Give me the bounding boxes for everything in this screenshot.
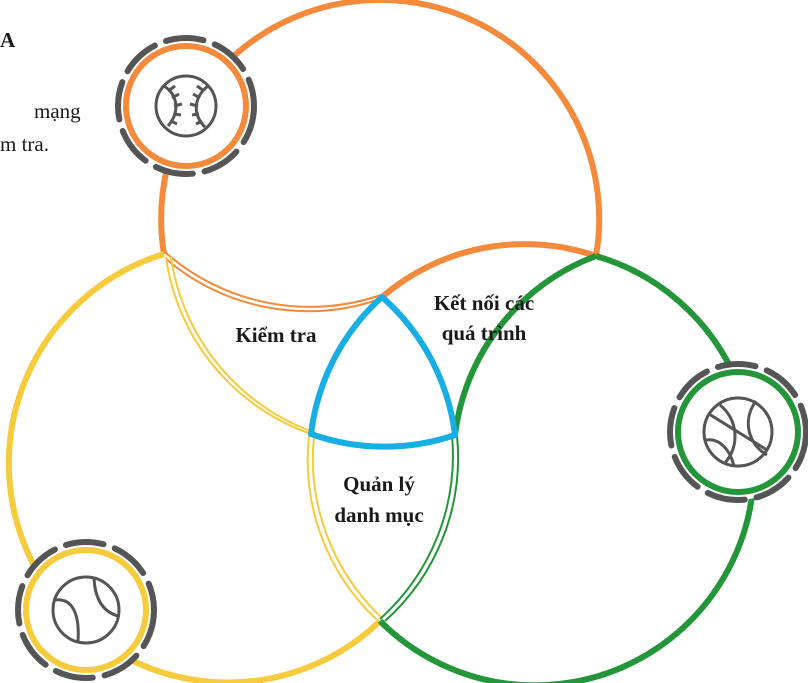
tennis-ball-icon (51, 575, 121, 645)
orange-inner-arc (165, 252, 382, 313)
label-ket-noi-line2: quá trình (442, 321, 527, 345)
side-text-line2: m tra. (0, 132, 49, 156)
top-left-badge (115, 35, 257, 177)
green-circle-outer-arc (377, 253, 758, 683)
side-text-line1: mạng (34, 99, 81, 123)
label-quan-ly-line1: Quản lý (343, 472, 415, 496)
green-inner-arc (379, 435, 460, 622)
orange-green-boundary-arc (380, 241, 597, 300)
green-orange-boundary-arc (452, 253, 598, 436)
right-badge (667, 361, 808, 503)
basketball-icon (702, 396, 774, 468)
label-kiem-tra: Kiểm tra (235, 323, 317, 347)
label-quan-ly-line2: danh mục (334, 503, 423, 527)
baseball-icon (154, 74, 218, 138)
label-ket-noi-line1: Kết nối các (434, 291, 534, 315)
yellow-inner-arc-left (165, 256, 317, 435)
yellow-inner-arc-bottom (306, 435, 382, 620)
center-intersection-outline (308, 294, 458, 450)
bottom-left-badge (15, 539, 157, 681)
side-heading: A (0, 28, 16, 52)
